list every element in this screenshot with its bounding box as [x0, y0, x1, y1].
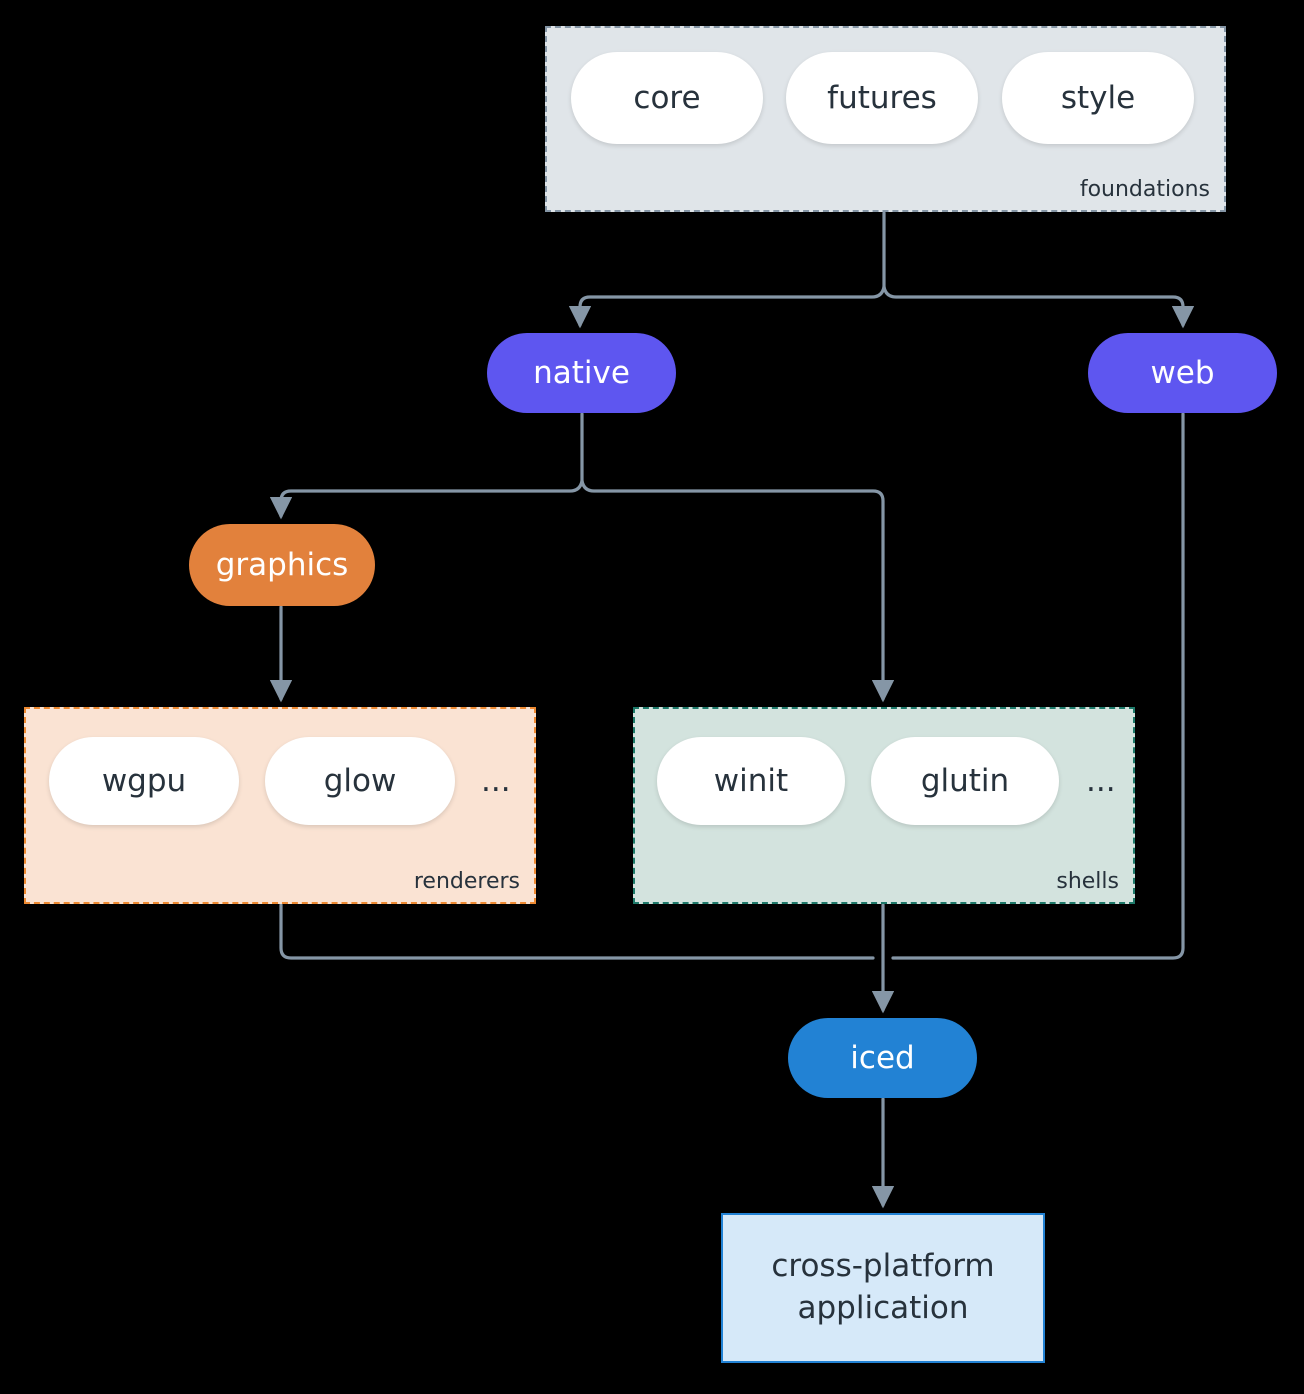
node-core[interactable]: core — [571, 52, 763, 144]
node-futures[interactable]: futures — [786, 52, 978, 144]
edge-renderers-to-iced — [279, 903, 875, 960]
shells-more-ellipsis: ... — [1086, 763, 1116, 799]
node-glutin-label: glutin — [920, 763, 1010, 799]
edge-native-to-graphics — [269, 479, 584, 520]
renderers-more-ellipsis: ... — [481, 763, 511, 799]
node-cross-platform-application[interactable]: cross-platform application — [721, 1213, 1045, 1363]
node-iced-label: iced — [850, 1040, 915, 1076]
node-graphics-label: graphics — [215, 547, 349, 583]
node-graphics[interactable]: graphics — [189, 524, 375, 606]
cluster-label-renderers: renderers — [413, 869, 520, 894]
node-glutin[interactable]: glutin — [871, 737, 1059, 825]
cluster-label-shells: shells — [1056, 869, 1119, 894]
edge-native-to-shells — [580, 479, 895, 703]
node-core-label: core — [633, 80, 701, 116]
node-futures-label: futures — [827, 80, 937, 116]
node-cross-platform-line2: application — [797, 1290, 969, 1326]
node-winit[interactable]: winit — [657, 737, 845, 825]
node-wgpu-label: wgpu — [101, 763, 187, 799]
edge-foundations-to-web — [882, 285, 1195, 329]
node-native-label: native — [533, 355, 630, 391]
node-glow[interactable]: glow — [265, 737, 455, 825]
node-wgpu[interactable]: wgpu — [49, 737, 239, 825]
node-cross-platform-line1: cross-platform — [771, 1248, 995, 1285]
cluster-label-foundations: foundations — [1079, 177, 1210, 202]
node-web[interactable]: web — [1088, 333, 1277, 413]
node-native[interactable]: native — [487, 333, 676, 413]
node-style[interactable]: style — [1002, 52, 1194, 144]
edge-foundations-to-native — [568, 285, 886, 329]
node-style-label: style — [1060, 80, 1136, 116]
node-glow-label: glow — [323, 763, 397, 799]
node-winit-label: winit — [713, 763, 789, 799]
node-web-label: web — [1150, 355, 1215, 391]
node-iced[interactable]: iced — [788, 1018, 977, 1098]
